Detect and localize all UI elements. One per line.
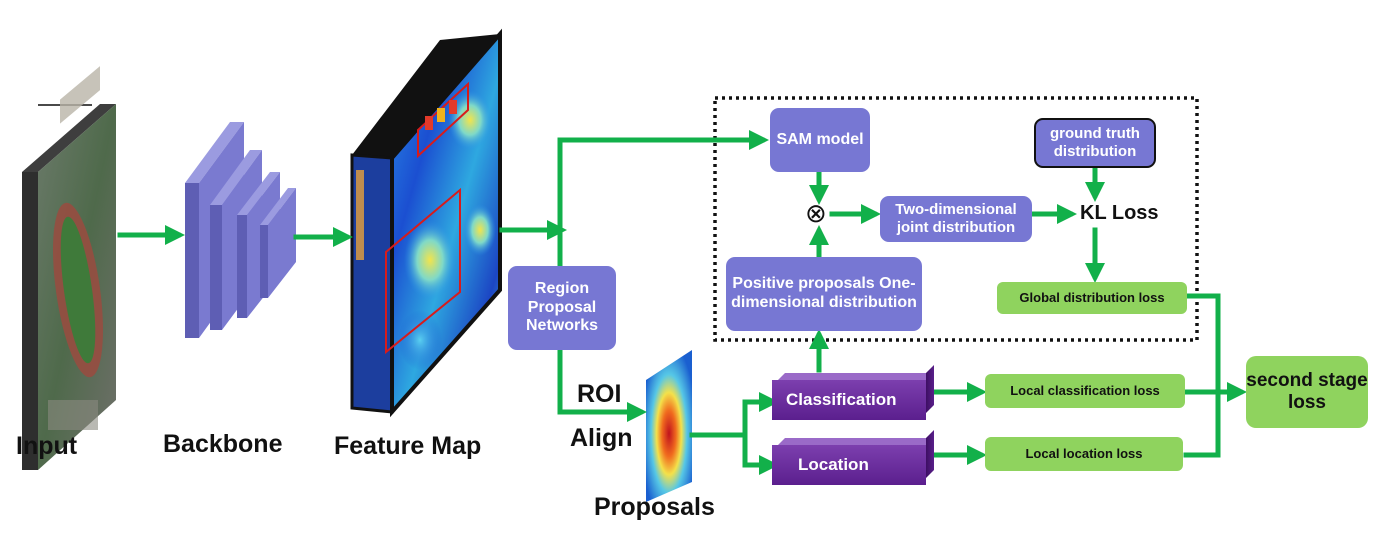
rpn-box: Region Proposal Networks xyxy=(508,266,616,350)
align-label: Align xyxy=(570,424,633,452)
classification-bar-top xyxy=(778,373,933,380)
input-image xyxy=(22,66,116,470)
multiply-symbol: ⊗ xyxy=(805,198,827,228)
classification-bar-side xyxy=(926,365,934,413)
roi-label: ROI xyxy=(577,380,622,408)
location-bar-top xyxy=(778,438,933,445)
positive-proposals-box: Positive proposals One-dimensional distr… xyxy=(726,257,922,331)
location-bar-side xyxy=(926,430,934,478)
local-classification-loss-box: Local classification loss xyxy=(985,374,1185,408)
second-stage-loss-box: second stage loss xyxy=(1246,356,1368,428)
global-distribution-loss-box: Global distribution loss xyxy=(997,282,1187,314)
location-bar: Location xyxy=(772,445,926,485)
input-label: Input xyxy=(16,432,78,460)
proposals-label: Proposals xyxy=(594,493,715,521)
ground-truth-box: ground truth distribution xyxy=(1034,118,1156,168)
classification-bar: Classification xyxy=(772,380,926,420)
two-dimensional-box: Two-dimensional joint distribution xyxy=(880,196,1032,242)
backbone-blocks xyxy=(185,122,296,338)
dotted-frame xyxy=(713,96,1199,342)
kl-loss-label: KL Loss xyxy=(1080,202,1159,224)
backbone-label: Backbone xyxy=(163,430,283,458)
sam-model-box: SAM model xyxy=(770,108,870,172)
local-location-loss-box: Local location loss xyxy=(985,437,1183,471)
proposals-image xyxy=(646,350,692,502)
feature-map-label: Feature Map xyxy=(334,432,482,460)
feature-map-image xyxy=(350,28,502,418)
